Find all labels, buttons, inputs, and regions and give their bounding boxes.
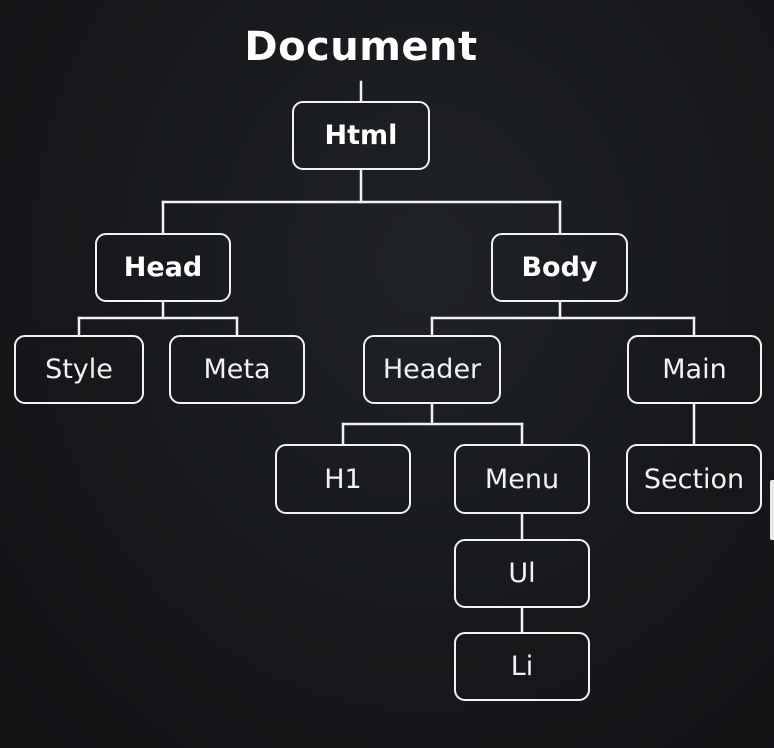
node-style: Style (14, 335, 144, 404)
node-header: Header (363, 335, 501, 404)
diagram-title: Document (244, 24, 478, 70)
node-body-label: Body (521, 252, 598, 283)
node-li: Li (454, 632, 590, 701)
node-h1: H1 (275, 444, 411, 514)
node-style-label: Style (45, 354, 113, 385)
node-html-label: Html (324, 120, 398, 151)
node-main: Main (627, 335, 762, 404)
node-menu: Menu (454, 444, 590, 514)
node-ul: Ul (454, 539, 590, 608)
node-head-label: Head (123, 252, 203, 283)
node-menu-label: Menu (484, 463, 560, 495)
node-li-label: Li (510, 651, 534, 682)
right-edge-highlight (770, 480, 774, 540)
node-section: Section (626, 444, 762, 514)
node-body: Body (491, 233, 628, 302)
node-meta-label: Meta (203, 354, 271, 385)
node-head: Head (95, 233, 231, 302)
node-header-label: Header (382, 354, 482, 385)
node-h1-label: H1 (324, 463, 362, 495)
node-meta: Meta (169, 335, 305, 404)
node-ul-label: Ul (508, 558, 536, 589)
node-section-label: Section (643, 463, 745, 495)
node-main-label: Main (662, 354, 727, 385)
node-html: Html (292, 101, 430, 170)
